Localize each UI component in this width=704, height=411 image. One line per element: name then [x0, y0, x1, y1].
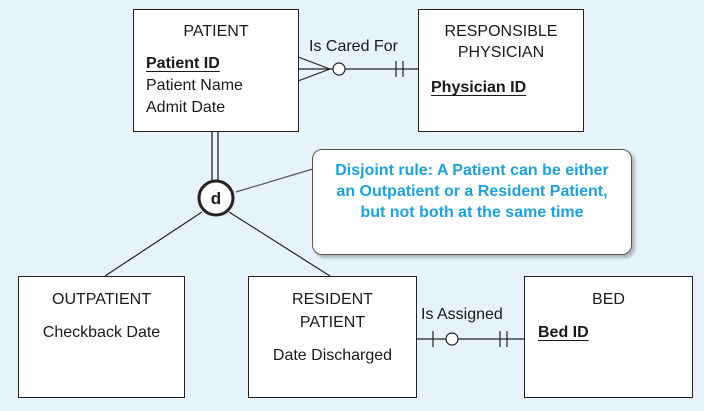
- outpatient-title: OUTPATIENT: [52, 291, 151, 308]
- resident-title-line1: RESIDENT: [292, 291, 373, 308]
- resident-title-line2: PATIENT: [299, 314, 366, 331]
- admit-date-attr: Admit Date: [146, 99, 226, 116]
- resident-patient-entity: RESIDENT PATIENT Date Discharged: [248, 276, 417, 398]
- crowsfoot-top: [297, 56, 331, 70]
- date-discharged-attr: Date Discharged: [272, 347, 393, 364]
- cared-for-label: Is Cared For: [309, 38, 398, 55]
- patient-name-attr: Patient Name: [146, 77, 243, 94]
- optional-circle: [332, 62, 346, 76]
- crowsfoot-bottom: [297, 68, 331, 82]
- assigned-label: Is Assigned: [421, 306, 503, 323]
- branch-outpatient: [104, 211, 203, 277]
- physician-title-line2: PHYSICIAN: [457, 44, 545, 61]
- checkback-date-attr: Checkback Date: [42, 324, 161, 341]
- physician-id-attr: Physician ID: [431, 79, 527, 96]
- patient-title: PATIENT: [183, 23, 249, 40]
- branch-resident: [228, 211, 331, 277]
- subtype-symbol: d: [211, 189, 221, 208]
- physician-title-line1: RESPONSIBLE: [444, 23, 558, 40]
- bed-entity: BED Bed ID: [524, 276, 693, 398]
- physician-entity: RESPONSIBLE PHYSICIAN Physician ID: [418, 9, 584, 132]
- patient-id-attr: Patient ID: [146, 55, 220, 72]
- callout-pointer: [235, 167, 317, 193]
- disjoint-rule-callout: Disjoint rule: A Patient can be either a…: [312, 149, 632, 255]
- outpatient-entity: OUTPATIENT Checkback Date: [18, 276, 185, 398]
- bed-id-attr: Bed ID: [538, 324, 589, 341]
- bed-title: BED: [592, 291, 625, 308]
- subtype-circle: [197, 179, 235, 217]
- assigned-optional-circle: [445, 332, 459, 346]
- patient-entity: PATIENT Patient ID Patient Name Admit Da…: [133, 9, 299, 132]
